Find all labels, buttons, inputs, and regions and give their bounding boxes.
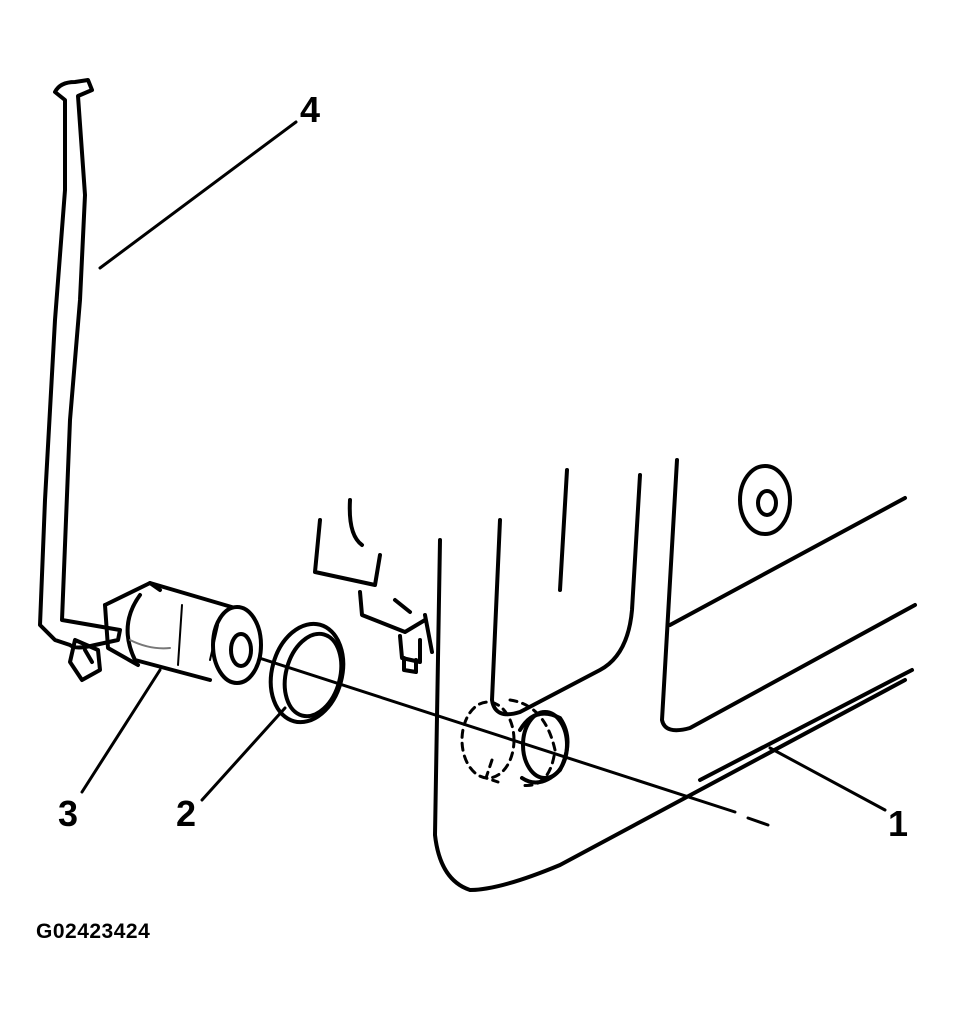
pump-motor bbox=[68, 581, 263, 685]
tank-grommet bbox=[518, 710, 570, 785]
seal-ring bbox=[268, 621, 346, 725]
bracket-assembly bbox=[313, 498, 434, 674]
callout-4: 4 bbox=[300, 89, 321, 130]
leader-line-2 bbox=[200, 706, 287, 802]
installation-axis bbox=[248, 653, 770, 827]
leader-line-4 bbox=[98, 120, 298, 270]
leader-line-3 bbox=[80, 668, 162, 794]
mounting-boss bbox=[738, 464, 792, 536]
fluid-hose bbox=[38, 78, 122, 650]
tank-housing bbox=[433, 458, 917, 892]
callout-3: 3 bbox=[58, 793, 79, 834]
callout-2: 2 bbox=[176, 793, 197, 834]
leader-lines bbox=[80, 120, 887, 812]
figure-code: G02423424 bbox=[36, 920, 151, 943]
leader-line-1 bbox=[768, 746, 887, 812]
callout-1: 1 bbox=[888, 803, 909, 844]
